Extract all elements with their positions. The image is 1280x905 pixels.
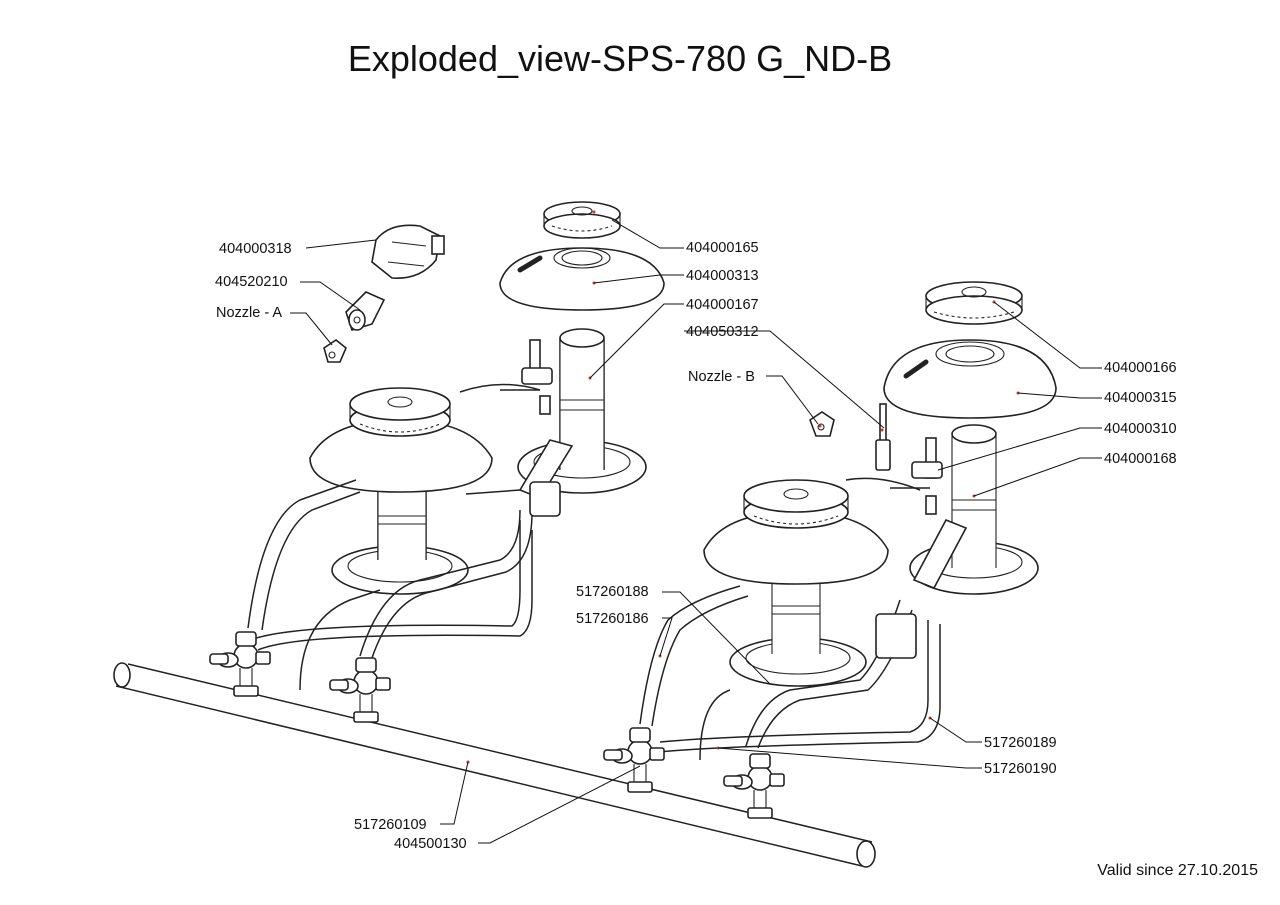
- front-burner-right: [703, 479, 889, 687]
- gas-pipes: [247, 383, 941, 761]
- clip-404000318: [371, 224, 445, 279]
- page-title: Exploded_view-SPS-780 G_ND-B: [347, 38, 893, 79]
- label-404500130: 404500130: [394, 836, 467, 852]
- burner-cap-404000165: [543, 201, 621, 239]
- rear-burner-body-right: [909, 424, 1039, 595]
- ignition-assembly-right-rear: [890, 437, 943, 515]
- label-404000315: 404000315: [1104, 390, 1177, 406]
- rear-burner-body-left: [517, 328, 647, 499]
- burner-spreader-404000313: [499, 247, 665, 311]
- valve-3: [603, 727, 665, 793]
- label-404000167: 404000167: [686, 297, 759, 313]
- label-404520210: 404520210: [215, 274, 288, 290]
- label-517260109: 517260109: [354, 817, 427, 833]
- label-nozzle-b: Nozzle - B: [688, 369, 755, 385]
- thermocouple-404050312: [875, 403, 891, 471]
- label-517260190: 517260190: [984, 761, 1057, 777]
- leader-lines: [290, 219, 1102, 844]
- part-labels: 404000318 404520210 Nozzle - A 404000165…: [215, 240, 1177, 852]
- connector-block-left: [529, 481, 561, 517]
- burner-spreader-404000315: [883, 339, 1057, 419]
- label-nozzle-a: Nozzle - A: [216, 305, 282, 321]
- label-404000166: 404000166: [1104, 360, 1177, 376]
- label-404000313: 404000313: [686, 268, 759, 284]
- nozzle-b: [809, 411, 835, 437]
- label-404000318: 404000318: [219, 241, 292, 257]
- front-burner-left: [309, 387, 493, 595]
- valve-2: [329, 657, 391, 723]
- label-404000168: 404000168: [1104, 451, 1177, 467]
- nozzle-a: [323, 339, 347, 363]
- label-404050312: 404050312: [686, 324, 759, 340]
- validity-note: Valid since 27.10.2015: [1097, 862, 1258, 879]
- ignition-assembly-left-rear: [500, 339, 553, 415]
- label-404000165: 404000165: [686, 240, 759, 256]
- label-517260188: 517260188: [576, 584, 649, 600]
- burner-cap-404000166: [925, 281, 1023, 325]
- label-517260186: 517260186: [576, 611, 649, 627]
- connector-block-right: [875, 613, 917, 659]
- label-404000310: 404000310: [1104, 421, 1177, 437]
- label-517260189: 517260189: [984, 735, 1057, 751]
- nozzle-holder-404520210: [345, 291, 386, 331]
